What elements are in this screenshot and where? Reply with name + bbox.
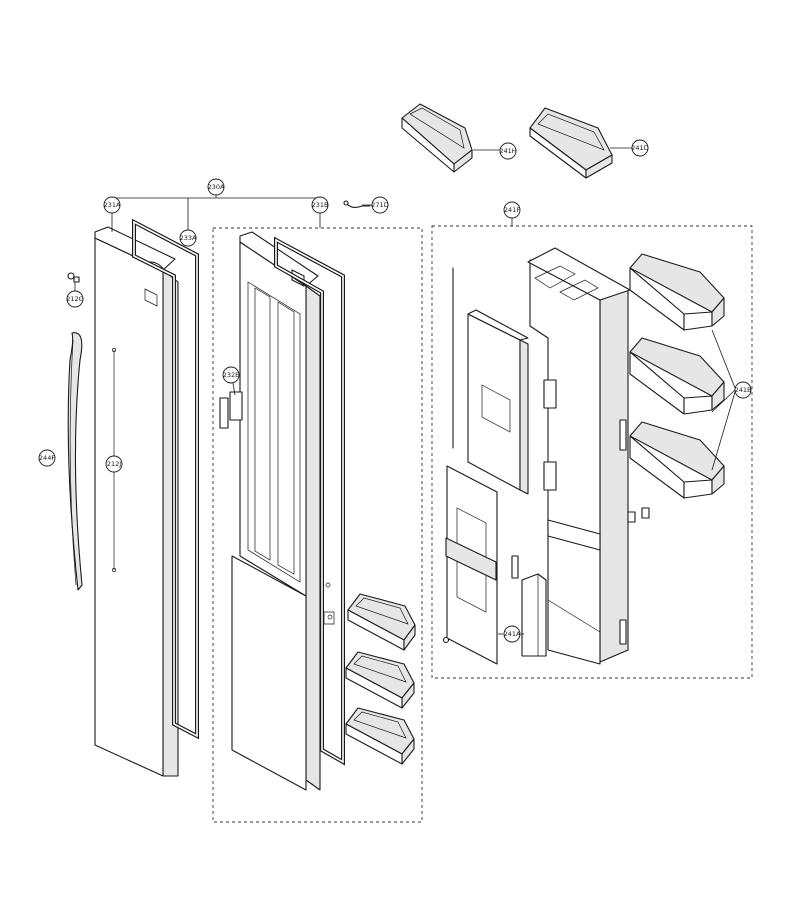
callout-230a: 230A <box>207 178 225 196</box>
cover-panel-upper <box>467 309 529 495</box>
inner-liner-assembly <box>527 247 631 665</box>
callout-241d-label: 241D <box>631 144 648 152</box>
callout-231b-label: 231B <box>312 201 329 209</box>
door-231b <box>219 231 335 791</box>
gasket-233a <box>132 218 199 740</box>
door-bin-small-1 <box>347 593 416 651</box>
callout-212g: 212G <box>66 290 84 308</box>
callout-241f-label: 241F <box>504 206 520 214</box>
clip-small-2 <box>641 507 650 519</box>
group-box-231b <box>212 227 423 823</box>
callout-241h: 241H <box>499 142 517 160</box>
callout-231a-label: 231A <box>104 201 121 209</box>
callout-212g-label: 212G <box>66 295 83 303</box>
callout-241f: 241F <box>503 201 521 219</box>
clip-small-1 <box>627 511 636 523</box>
door-231a <box>94 226 179 777</box>
callout-271d-label: 271D <box>371 201 388 209</box>
callout-212j: 212J <box>105 455 123 473</box>
callout-212j-label: 212J <box>107 460 121 468</box>
callout-241a: 241A <box>503 625 521 643</box>
screw-212g <box>67 272 80 283</box>
callout-241b: 241B <box>734 381 752 399</box>
callout-241a-label: 241A <box>504 630 521 638</box>
leader-lines <box>74 147 736 635</box>
bin-241b-1 <box>629 253 725 331</box>
callout-233a-label: 233A <box>180 234 197 242</box>
gasket-right-door <box>274 236 345 766</box>
bin-241b-2 <box>629 337 725 415</box>
cover-panel-lower <box>442 465 519 665</box>
strip-241a <box>521 573 547 657</box>
callout-241h-label: 241H <box>499 147 516 155</box>
callout-233a: 233A <box>179 229 197 247</box>
callout-241b-label: 241B <box>735 386 752 394</box>
wire-271d <box>343 200 371 209</box>
callout-230a-label: 230A <box>208 183 225 191</box>
callout-231b: 231B <box>311 196 329 214</box>
door-bin-small-2 <box>345 651 415 709</box>
bin-241d <box>529 107 613 179</box>
callout-244f-label: 244F <box>39 454 55 462</box>
group-box-241f <box>431 225 753 679</box>
bin-241h <box>401 103 473 173</box>
callout-244f: 244F <box>38 449 56 467</box>
callout-231a: 231A <box>103 196 121 214</box>
door-bin-small-3 <box>345 707 415 765</box>
callout-232e-label: 232E <box>223 371 240 379</box>
callout-232e: 232E <box>222 366 240 384</box>
bin-241b-3 <box>629 421 725 499</box>
handle-244f <box>67 332 83 591</box>
callout-271d: 271D <box>371 196 389 214</box>
callout-241d: 241D <box>631 139 649 157</box>
